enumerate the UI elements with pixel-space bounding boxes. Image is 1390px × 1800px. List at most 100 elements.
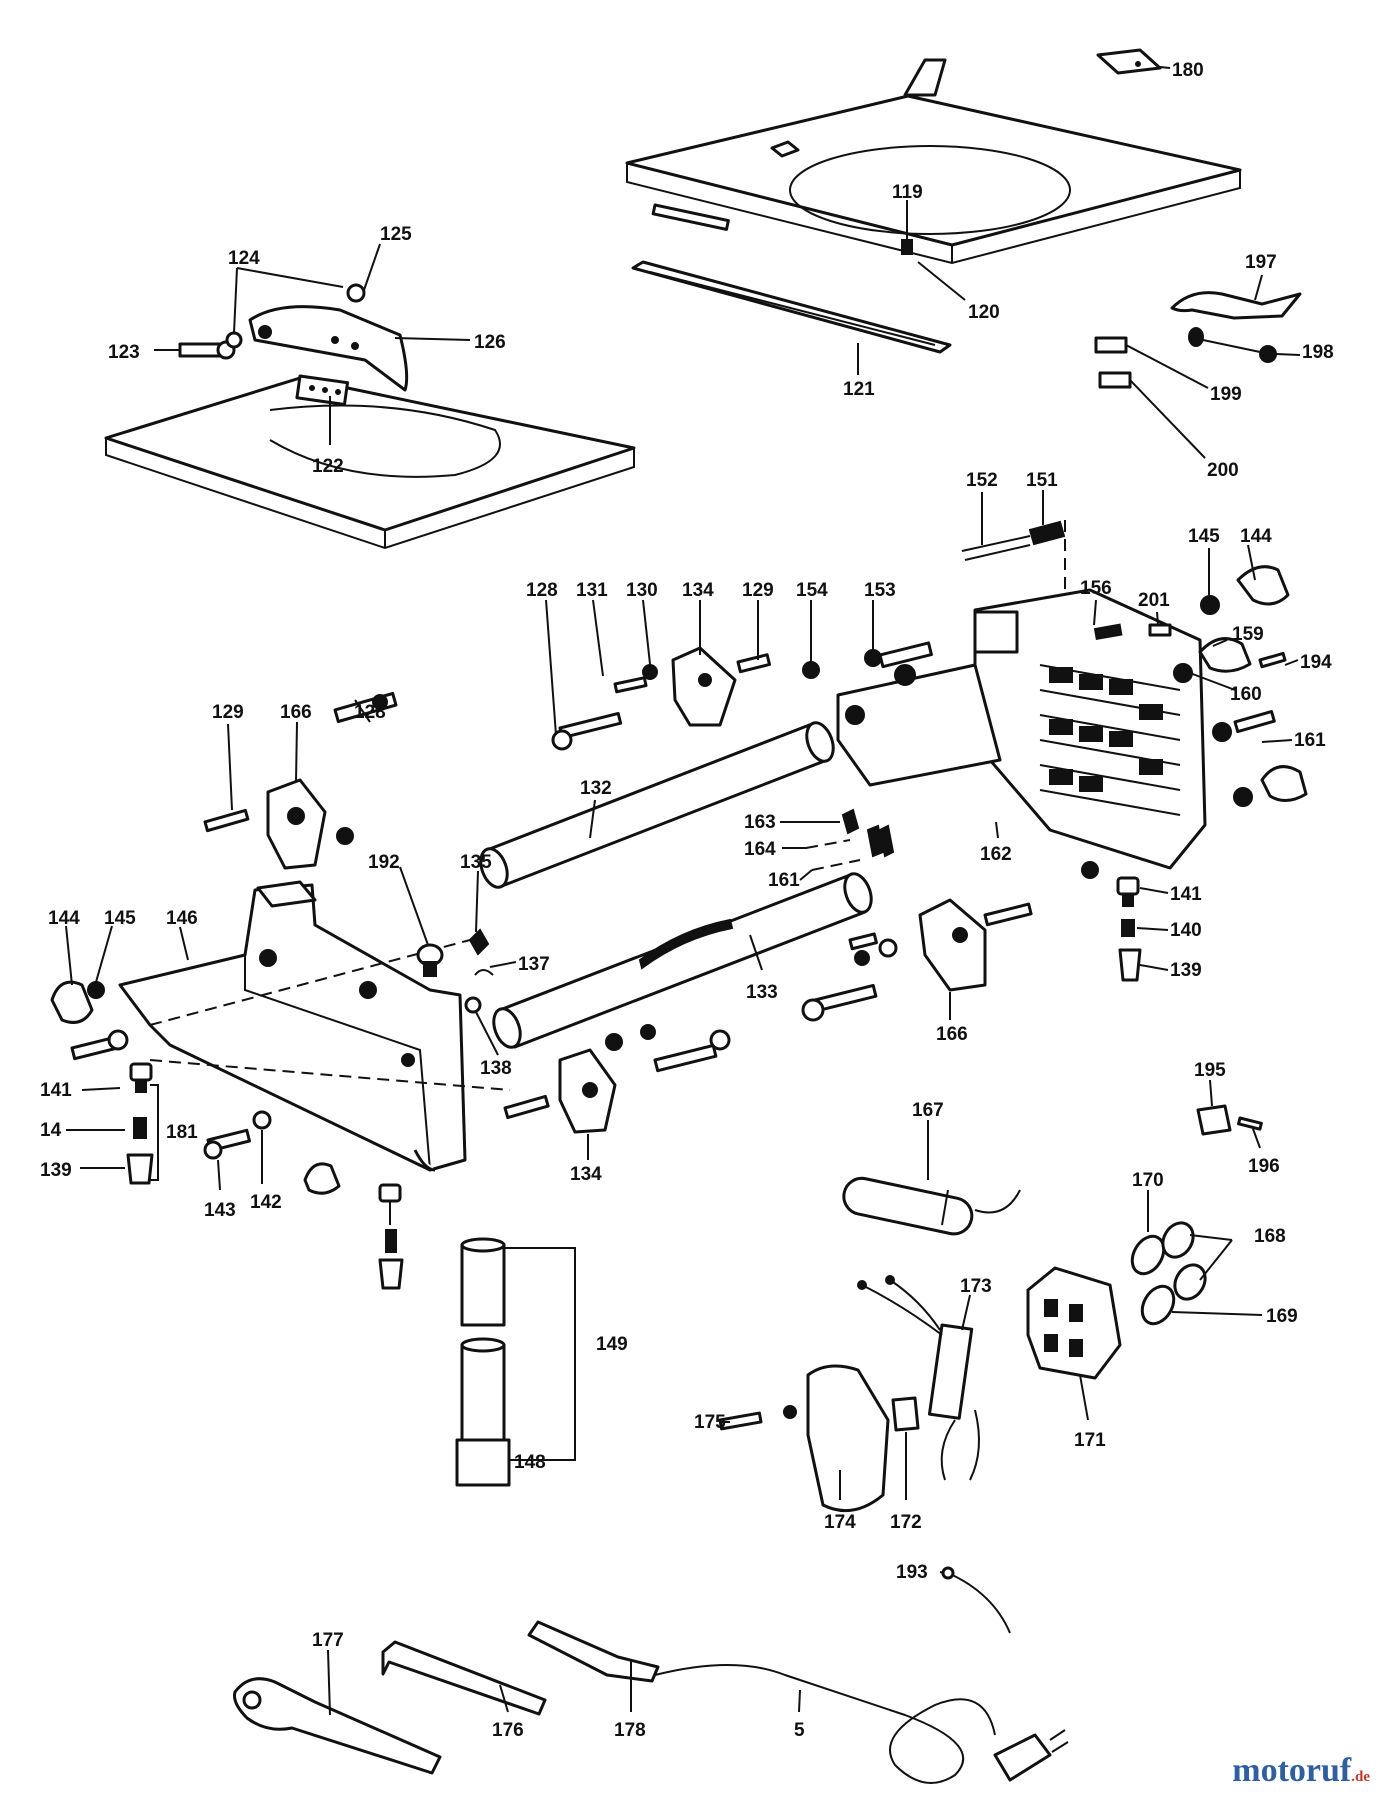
part-173-switch-wires (857, 1275, 980, 1481)
watermark-suffix: .de (1351, 1769, 1370, 1785)
part-134-bracket-upper (671, 646, 737, 727)
callout-178: 178 (614, 1720, 646, 1741)
callout-199: 199 (1210, 384, 1242, 405)
part-180-plate (1096, 48, 1162, 75)
callout-138: 138 (480, 1058, 512, 1079)
part-149-148-tubes (455, 1237, 576, 1487)
callout-119: 119 (892, 182, 923, 203)
callout-139-left: 139 (40, 1160, 72, 1181)
site-watermark-logo: motoruf.de (1232, 1752, 1370, 1790)
callout-200: 200 (1207, 460, 1239, 481)
callout-129-upper: 129 (742, 580, 774, 601)
callout-123: 123 (108, 342, 140, 363)
callout-177: 177 (312, 1630, 344, 1651)
part-193-cable (947, 1572, 1011, 1634)
part-198-nuts (1188, 327, 1277, 363)
part-193-end (941, 1566, 955, 1580)
callout-156: 156 (1080, 578, 1112, 599)
callout-170: 170 (1132, 1170, 1164, 1191)
callout-175: 175 (694, 1412, 726, 1433)
callout-145: 145 (1188, 526, 1220, 547)
callout-174: 174 (824, 1512, 856, 1533)
part-177-wrench (233, 1677, 442, 1775)
callout-169: 169 (1266, 1306, 1298, 1327)
callout-5: 5 (794, 1720, 805, 1741)
part-174-cover (718, 1364, 920, 1513)
callout-148: 148 (514, 1452, 546, 1473)
callout-171: 171 (1074, 1430, 1106, 1451)
callout-153: 153 (864, 580, 896, 601)
callout-166-upper: 166 (280, 702, 312, 723)
callout-135: 135 (460, 852, 492, 873)
part-178-cord (527, 1620, 1069, 1784)
callout-137: 137 (518, 954, 550, 975)
callout-125: 125 (380, 224, 412, 245)
parts-141-140-139-right (1116, 876, 1142, 982)
callout-140-right: 140 (1170, 920, 1202, 941)
parts-163-164-161 (805, 808, 895, 871)
callout-139-right: 139 (1170, 960, 1202, 981)
parts-192-135-137-138 (416, 928, 494, 1014)
parts-springs (1130, 1221, 1207, 1326)
part-199-label (1094, 336, 1128, 354)
callout-151: 151 (1026, 470, 1058, 491)
callout-14: 14 (40, 1120, 62, 1141)
part-176-hex-key (381, 1640, 547, 1716)
part-125-nut (346, 283, 366, 303)
callout-128-upper: 128 (526, 580, 558, 601)
callout-196: 196 (1248, 1156, 1280, 1177)
callout-144: 144 (1240, 526, 1272, 547)
watermark-main: motoruf (1232, 1752, 1352, 1789)
screws-upper-left (551, 641, 933, 751)
callout-154: 154 (796, 580, 828, 601)
callout-134-upper: 134 (682, 580, 714, 601)
callout-124: 124 (228, 248, 260, 269)
callout-162: 162 (980, 844, 1012, 865)
callout-130: 130 (626, 580, 658, 601)
callout-193: 193 (896, 1562, 928, 1583)
callout-173: 173 (960, 1276, 992, 1297)
callout-131: 131 (576, 580, 608, 601)
callout-152: 152 (966, 470, 998, 491)
knob-144-145-left (50, 980, 105, 1024)
part-drawings (50, 48, 1308, 1784)
callout-144-left: 144 (48, 908, 80, 929)
callout-166-lower: 166 (936, 1024, 968, 1045)
part-121-rail (631, 260, 952, 354)
callout-161-right: 161 (1294, 730, 1326, 751)
callout-172: 172 (890, 1512, 922, 1533)
callout-121: 121 (843, 379, 875, 400)
callout-133: 133 (746, 982, 778, 1003)
callout-142: 142 (250, 1192, 282, 1213)
callout-181: 181 (166, 1122, 198, 1143)
part-167-capacitor (842, 1176, 1021, 1236)
callout-126: 126 (474, 332, 506, 353)
part-171-switch (1026, 1266, 1122, 1380)
part-134-bracket-lower (503, 1024, 731, 1134)
callout-167: 167 (912, 1100, 944, 1121)
callout-132: 132 (580, 778, 612, 799)
parts-left-stack (70, 1029, 341, 1195)
callout-141-left: 141 (40, 1080, 72, 1101)
callout-122: 122 (312, 456, 344, 477)
callout-149: 149 (596, 1334, 628, 1355)
callout-194: 194 (1300, 652, 1332, 673)
callout-146: 146 (166, 908, 198, 929)
part-126-guard (248, 305, 409, 392)
callout-128-left: 128 (354, 702, 386, 723)
knobs-right (1093, 565, 1308, 807)
part-119-bolt (901, 205, 913, 255)
callout-180: 180 (1172, 60, 1204, 81)
part-133-tube (492, 872, 873, 1049)
callout-161-mid: 161 (768, 870, 800, 891)
callout-159: 159 (1232, 624, 1264, 645)
part-124-washer (225, 331, 243, 349)
callout-129-left: 129 (212, 702, 244, 723)
callout-134-lower: 134 (570, 1164, 602, 1185)
callout-164: 164 (744, 839, 776, 860)
callout-197: 197 (1245, 252, 1277, 273)
callout-labels: 180 119 120 121 125 124 123 126 122 197 … (40, 60, 1334, 1741)
callout-160: 160 (1230, 684, 1262, 705)
callout-120: 120 (968, 302, 1000, 323)
part-166-bracket-lower (801, 898, 1033, 1022)
